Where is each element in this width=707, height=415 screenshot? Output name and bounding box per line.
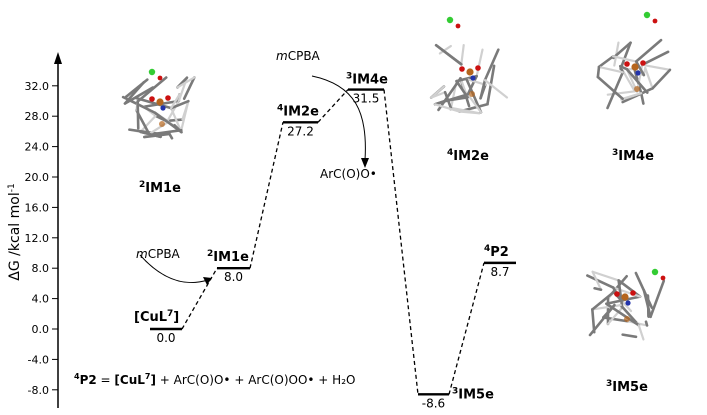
- structure-3im4e: [596, 11, 672, 110]
- y-tick-label: 32.0: [25, 80, 50, 93]
- level-value-im5e: -8.6: [422, 396, 445, 410]
- level-name-cul7: [CuL7]: [134, 309, 179, 325]
- energy-levels: 0.0 [CuL7] 8.0 2IM1e 27.2 4IM2e 31.5 3IM4e -8.6 3…: [134, 72, 516, 410]
- product-equation: 4P2 = [CuL7] + ArC(O)O• + ArC(O)OO• + H₂…: [74, 372, 355, 387]
- level-value-im4e: 31.5: [353, 92, 380, 106]
- level-name-im5e: 3IM5e: [452, 386, 494, 402]
- structure-4im2e: [429, 16, 509, 115]
- y-tick-label: -4.0: [28, 353, 49, 366]
- y-tick-label: -8.0: [28, 384, 49, 397]
- level-value-p2: 8.7: [490, 265, 509, 279]
- y-tick-label: 28.0: [25, 110, 50, 123]
- structure-label-3im4e: 3IM4e: [612, 148, 654, 164]
- axis-arrow-icon: [54, 52, 62, 64]
- level-name-im1e: 2IM1e: [207, 249, 249, 265]
- pathway-connectors: [181, 89, 485, 395]
- level-value-im1e: 8.0: [224, 270, 243, 284]
- mcpba-arrow-1: [139, 254, 212, 285]
- connector-cul7-im1e: [181, 267, 218, 330]
- connector-im5e-p2: [448, 262, 485, 395]
- structure-2im1e: [121, 68, 196, 140]
- level-value-im2e: 27.2: [287, 124, 314, 138]
- connector-im2e-im4e: [317, 89, 349, 123]
- structure-label-2im1e: 2IM1e: [139, 180, 181, 196]
- y-tick-label: 20.0: [25, 171, 50, 184]
- level-name-p2: 4P2: [484, 244, 509, 260]
- y-tick-label: 12.0: [25, 232, 50, 245]
- level-name-im4e: 3IM4e: [346, 72, 388, 88]
- level-value-cul7: 0.0: [156, 331, 175, 345]
- y-axis: 32.0 28.0 24.0 20.0 16.0 12.0 8.0 4.0 0.0 -4.0 -8.…: [25, 52, 62, 408]
- arcoo-radical-label: ArC(O)O•: [320, 167, 377, 181]
- y-tick-label: 4.0: [32, 293, 50, 306]
- connector-im1e-im2e: [249, 122, 284, 269]
- y-tick-label: 16.0: [25, 201, 50, 214]
- structure-3im5e: [586, 268, 666, 341]
- mcpba-label-2: mCPBA: [276, 49, 321, 63]
- y-tick-label: 24.0: [25, 141, 50, 154]
- mcpba-label-1: mCPBA: [136, 247, 181, 261]
- y-tick-label: 0.0: [32, 323, 50, 336]
- structure-label-4im2e: 4IM2e: [447, 148, 489, 164]
- level-name-im2e: 4IM2e: [277, 103, 319, 119]
- y-axis-label: ΔG /kcal mol-1: [7, 183, 23, 280]
- structure-label-3im5e: 3IM5e: [606, 379, 648, 395]
- y-tick-label: 8.0: [32, 262, 50, 275]
- mcpba-arrow-2: [311, 75, 369, 168]
- connector-im4e-im5e: [383, 89, 419, 395]
